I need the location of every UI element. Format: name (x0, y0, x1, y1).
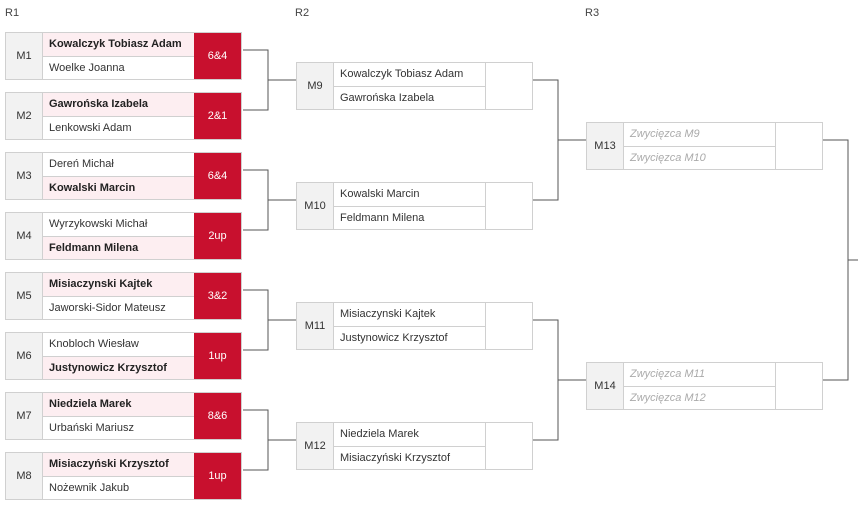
player-name: Wyrzykowski Michał (43, 213, 194, 237)
player-name: Gawrońska Izabela (340, 91, 435, 104)
player-name: Niedziela Marek (43, 393, 194, 417)
match-m4[interactable]: M4 Wyrzykowski Michał Feldmann Milena 2u… (5, 212, 242, 260)
player-name: Dereń Michał (43, 153, 194, 177)
match-m9[interactable]: M9 Kowalczyk Tobiasz Adam Gawrońska Izab… (296, 62, 533, 110)
player-name: Lenkowski Adam (49, 121, 132, 134)
match-score (775, 363, 822, 409)
match-id: M4 (6, 213, 43, 259)
match-m11[interactable]: M11 Misiaczynski Kajtek Justynowicz Krzy… (296, 302, 533, 350)
match-m1[interactable]: M1 Kowalczyk Tobiasz Adam Woelke Joanna … (5, 32, 242, 80)
player-name: Misiaczynski Kajtek (334, 303, 485, 327)
match-score: 2up (194, 213, 241, 259)
player-placeholder: Zwycięzca M9 (624, 123, 775, 147)
player-name: Misiaczynski Kajtek (43, 273, 194, 297)
player-name: Kowalski Marcin (334, 183, 485, 207)
match-m3[interactable]: M3 Dereń Michał Kowalski Marcin 6&4 (5, 152, 242, 200)
match-score (485, 183, 532, 229)
match-score: 6&4 (194, 153, 241, 199)
match-score: 8&6 (194, 393, 241, 439)
match-score: 3&2 (194, 273, 241, 319)
match-m12[interactable]: M12 Niedziela Marek Misiaczyński Krzyszt… (296, 422, 533, 470)
match-score (485, 423, 532, 469)
match-m8[interactable]: M8 Misiaczyński Krzysztof Nożewnik Jakub… (5, 452, 242, 500)
match-m14[interactable]: M14 Zwycięzca M11 Zwycięzca M12 (586, 362, 823, 410)
match-id: M8 (6, 453, 43, 499)
match-m2[interactable]: M2 Gawrońska Izabela Lenkowski Adam 2&1 (5, 92, 242, 140)
player-name: Misiaczyński Krzysztof (43, 453, 194, 477)
match-score (775, 123, 822, 169)
player-name: Justynowicz Krzysztof (43, 356, 194, 379)
player-name: Jaworski-Sidor Mateusz (49, 301, 166, 314)
match-id: M7 (6, 393, 43, 439)
player-name: Justynowicz Krzysztof (340, 331, 448, 344)
player-name: Feldmann Milena (43, 236, 194, 259)
round-label-r1: R1 (5, 7, 20, 19)
match-score (485, 63, 532, 109)
match-id: M14 (587, 363, 624, 409)
match-m13[interactable]: M13 Zwycięzca M9 Zwycięzca M10 (586, 122, 823, 170)
match-id: M13 (587, 123, 624, 169)
match-m5[interactable]: M5 Misiaczynski Kajtek Jaworski-Sidor Ma… (5, 272, 242, 320)
player-name: Kowalczyk Tobiasz Adam (43, 33, 194, 57)
player-name: Kowalski Marcin (43, 176, 194, 199)
player-name: Gawrońska Izabela (43, 93, 194, 117)
match-id: M3 (6, 153, 43, 199)
match-score: 1up (194, 453, 241, 499)
player-placeholder: Zwycięzca M10 (630, 151, 706, 164)
match-id: M9 (297, 63, 334, 109)
match-id: M5 (6, 273, 43, 319)
match-id: M10 (297, 183, 334, 229)
player-name: Urbański Mariusz (49, 421, 134, 434)
match-id: M2 (6, 93, 43, 139)
match-score (485, 303, 532, 349)
match-id: M6 (6, 333, 43, 379)
player-placeholder: Zwycięzca M12 (630, 391, 706, 404)
match-m6[interactable]: M6 Knobloch Wiesław Justynowicz Krzyszto… (5, 332, 242, 380)
match-id: M12 (297, 423, 334, 469)
match-id: M11 (297, 303, 334, 349)
player-name: Kowalczyk Tobiasz Adam (334, 63, 485, 87)
round-label-r2: R2 (295, 7, 310, 19)
player-name: Misiaczyński Krzysztof (340, 451, 451, 464)
player-name: Niedziela Marek (334, 423, 485, 447)
match-m7[interactable]: M7 Niedziela Marek Urbański Mariusz 8&6 (5, 392, 242, 440)
match-score: 6&4 (194, 33, 241, 79)
player-placeholder: Zwycięzca M11 (624, 363, 775, 387)
round-label-r3: R3 (585, 7, 600, 19)
match-id: M1 (6, 33, 43, 79)
match-score: 1up (194, 333, 241, 379)
player-name: Feldmann Milena (340, 211, 425, 224)
match-m10[interactable]: M10 Kowalski Marcin Feldmann Milena (296, 182, 533, 230)
player-name: Woelke Joanna (49, 61, 125, 74)
player-name: Nożewnik Jakub (49, 481, 130, 494)
match-score: 2&1 (194, 93, 241, 139)
player-name: Knobloch Wiesław (43, 333, 194, 357)
